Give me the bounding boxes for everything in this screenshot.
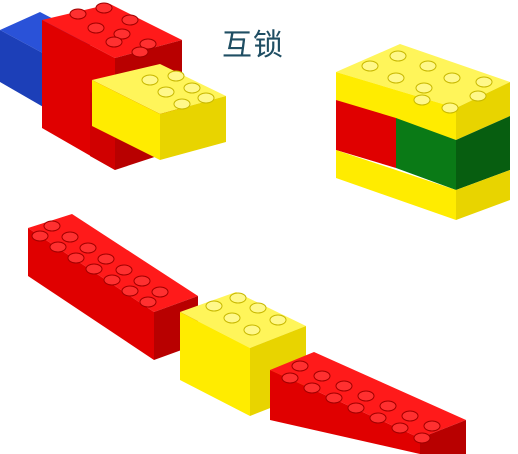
stud xyxy=(139,296,157,308)
stud xyxy=(151,286,169,298)
stud xyxy=(469,90,487,102)
stud xyxy=(229,292,247,304)
stud xyxy=(205,300,223,312)
stud xyxy=(249,302,267,314)
stud xyxy=(31,230,49,242)
stud xyxy=(475,76,493,88)
red-brick-middle xyxy=(336,100,396,168)
stud xyxy=(173,98,191,110)
stud xyxy=(413,94,431,106)
stud xyxy=(401,410,419,422)
red-long-brick-left xyxy=(28,214,198,360)
stud xyxy=(313,370,331,382)
stud xyxy=(415,82,433,94)
stud xyxy=(105,36,123,48)
stud xyxy=(443,72,461,84)
stud xyxy=(391,422,409,434)
stud xyxy=(335,380,353,392)
stud xyxy=(413,432,431,444)
stud xyxy=(303,382,321,394)
stud xyxy=(441,102,459,114)
stud xyxy=(419,60,437,72)
stud xyxy=(167,70,185,82)
stud xyxy=(103,274,121,286)
stud xyxy=(387,72,405,84)
stud xyxy=(115,264,133,276)
stud xyxy=(141,74,159,86)
stud xyxy=(121,285,139,297)
stud xyxy=(67,252,85,264)
stud xyxy=(157,86,175,98)
page-title: 互锁 xyxy=(222,28,284,63)
stud xyxy=(139,38,157,50)
stud xyxy=(85,263,103,275)
stud xyxy=(95,2,113,14)
stud xyxy=(269,314,287,326)
interlock-example-2 xyxy=(336,44,510,220)
stud xyxy=(223,312,241,324)
stud xyxy=(49,241,67,253)
stud xyxy=(361,60,379,72)
stud xyxy=(379,400,397,412)
stud xyxy=(357,390,375,402)
stud xyxy=(197,92,215,104)
yellow-brick-top xyxy=(336,44,510,140)
stud xyxy=(325,392,343,404)
stud xyxy=(347,402,365,414)
stud xyxy=(97,253,115,265)
stud xyxy=(423,420,441,432)
stud xyxy=(281,372,299,384)
stud xyxy=(61,231,79,243)
stud xyxy=(243,324,261,336)
stud xyxy=(131,46,149,58)
stud xyxy=(69,8,87,20)
stud xyxy=(389,50,407,62)
green-brick-middle xyxy=(396,116,510,190)
stud xyxy=(133,275,151,287)
stud xyxy=(121,14,139,26)
stud xyxy=(291,360,309,372)
stud xyxy=(87,22,105,34)
stud xyxy=(183,82,201,94)
brick-studs xyxy=(31,2,493,444)
stud xyxy=(369,412,387,424)
stud xyxy=(113,28,131,40)
stud xyxy=(79,242,97,254)
stud xyxy=(43,220,61,232)
yellow-brick-bottom xyxy=(336,150,510,220)
